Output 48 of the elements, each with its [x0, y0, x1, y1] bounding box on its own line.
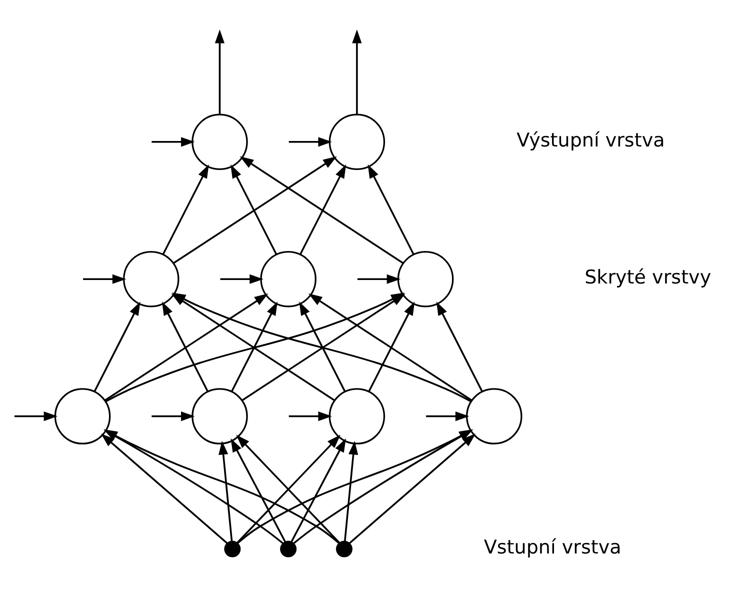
- arrow: [230, 164, 278, 254]
- arrow: [352, 28, 362, 114]
- arrow: [299, 301, 346, 392]
- arrow: [357, 274, 401, 284]
- arrow: [290, 438, 346, 542]
- node-circle: [54, 388, 111, 444]
- arrow: [220, 274, 264, 284]
- label: Vstupní vrstva: [484, 536, 622, 558]
- node-circle: [224, 540, 241, 557]
- arrow: [300, 164, 346, 254]
- node-circle: [260, 250, 316, 307]
- arrow: [104, 428, 284, 544]
- arrow: [104, 428, 340, 544]
- node-circle: [336, 540, 352, 557]
- label: Výstupní vrstva: [516, 128, 665, 151]
- arrow: [426, 410, 470, 421]
- arrow: [162, 164, 209, 254]
- arrow: [344, 440, 358, 541]
- arrow: [152, 410, 195, 421]
- arrow: [218, 440, 233, 541]
- arrow: [293, 428, 473, 544]
- arrow: [288, 136, 332, 146]
- label: Skryté vrstvy: [584, 266, 712, 288]
- arrow: [162, 301, 209, 392]
- arrow: [240, 156, 404, 264]
- arrow: [368, 164, 414, 254]
- arrow: [173, 156, 337, 264]
- node-circle: [280, 540, 297, 557]
- node-circle: [122, 250, 180, 307]
- node-circle: [192, 388, 248, 444]
- arrow: [214, 28, 225, 114]
- node-circle: [328, 113, 386, 170]
- arrow: [94, 301, 140, 392]
- arrow: [348, 433, 476, 544]
- node-circle: [328, 388, 386, 444]
- arrow: [100, 433, 228, 544]
- node-circle: [397, 250, 454, 307]
- arrow: [237, 428, 474, 544]
- arrow: [368, 301, 415, 392]
- node-circle: [192, 113, 248, 170]
- arrow: [83, 274, 126, 284]
- arrow: [288, 410, 332, 421]
- arrow: [436, 301, 483, 392]
- node-circle: [466, 388, 522, 444]
- arrow: [230, 301, 278, 392]
- arrow: [152, 136, 195, 146]
- arrow: [230, 438, 286, 542]
- arrow: [14, 410, 58, 421]
